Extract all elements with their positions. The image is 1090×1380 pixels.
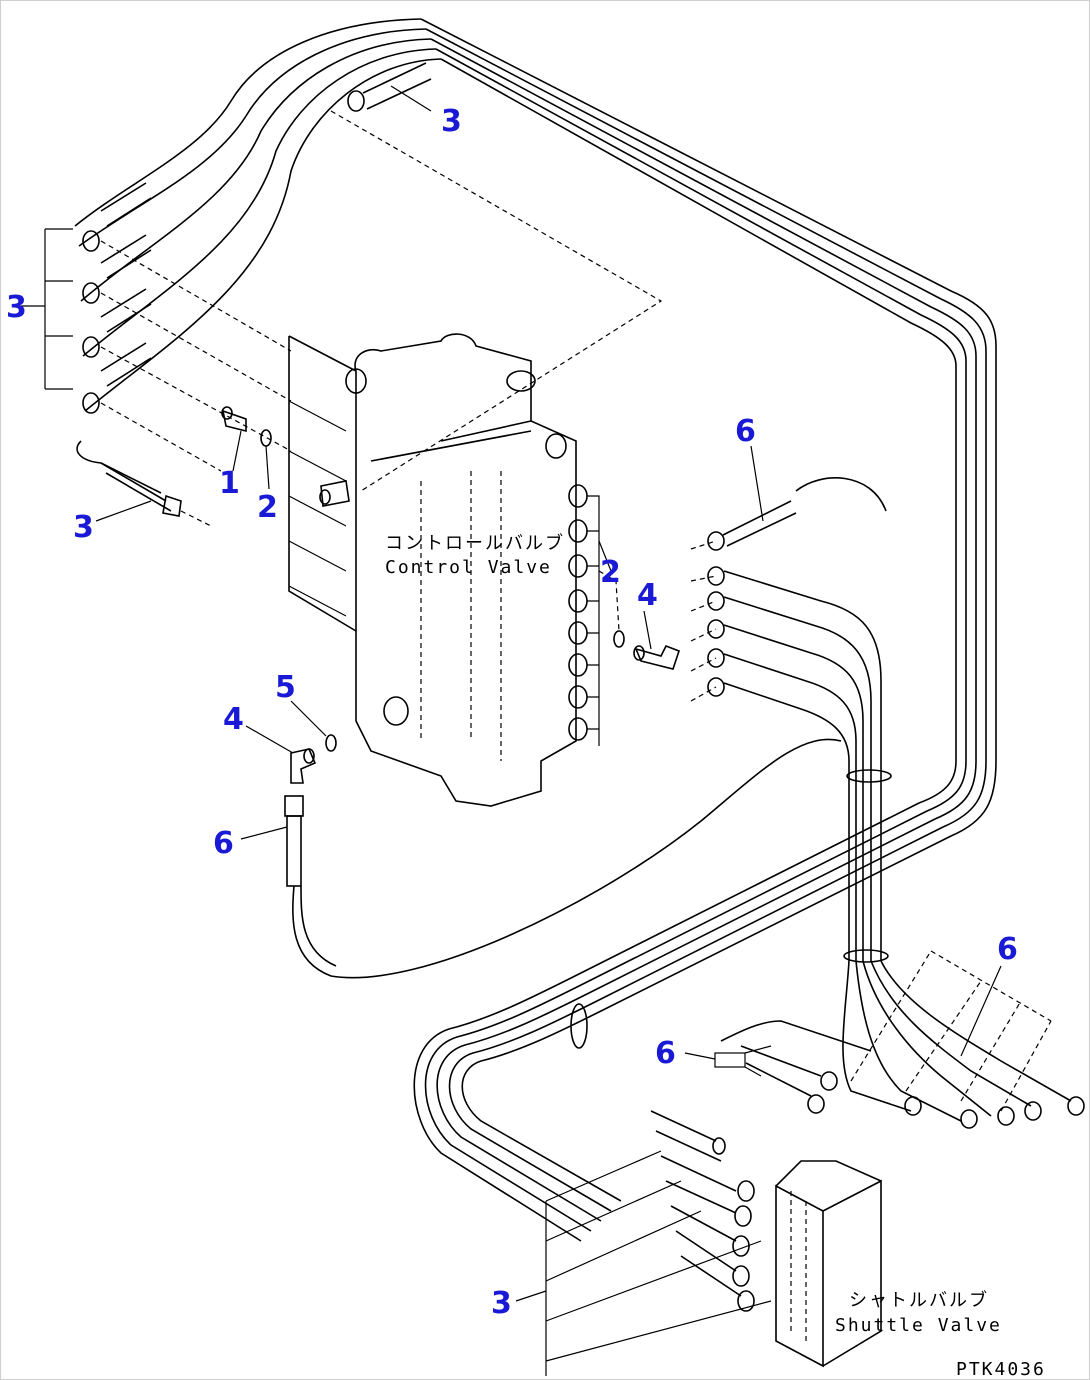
hose-6-lower bbox=[284, 738, 842, 979]
control-valve-label-en: Control Valve bbox=[385, 557, 552, 578]
callout-5: 5 bbox=[275, 670, 296, 705]
callout-leaders bbox=[95, 85, 1002, 1057]
callout-3-top: 3 bbox=[441, 104, 462, 139]
o-ring-2 bbox=[260, 429, 272, 447]
elbow-4-lower bbox=[290, 748, 317, 784]
control-valve-label-jp: コントロールバルブ bbox=[385, 532, 565, 554]
callout-3-bottom: 3 bbox=[491, 1286, 512, 1321]
callout-6-bracket bbox=[684, 1045, 772, 1077]
callout-6-lower-left: 6 bbox=[213, 826, 234, 861]
callout-3-left: 3 bbox=[6, 290, 27, 325]
o-ring-5 bbox=[325, 734, 337, 752]
leader-2-right bbox=[598, 570, 620, 632]
elbow-4-right bbox=[633, 644, 681, 670]
callout-6-bundle: 6 bbox=[655, 1036, 676, 1071]
callout-2-right: 2 bbox=[600, 555, 621, 590]
callout-3-loose-hose: 3 bbox=[73, 510, 94, 545]
drawing-id: PTK4036 bbox=[956, 1359, 1046, 1380]
upper-hose-fittings bbox=[82, 62, 432, 414]
callout-2-left: 2 bbox=[257, 490, 278, 525]
callout-4-right: 4 bbox=[637, 578, 658, 613]
fitting-1 bbox=[221, 406, 247, 433]
callout-6-lower-right: 6 bbox=[997, 932, 1018, 967]
o-ring-2-right bbox=[613, 630, 625, 648]
upper-hose-bundle bbox=[74, 18, 997, 837]
callout-1: 1 bbox=[219, 466, 240, 501]
callout-6-upper-right: 6 bbox=[735, 414, 756, 449]
loose-hose-3 bbox=[76, 440, 212, 527]
callout-4-lower: 4 bbox=[223, 702, 244, 737]
control-valve bbox=[288, 333, 600, 807]
leader-lines bbox=[100, 110, 663, 492]
callout-bracket-3 bbox=[21, 228, 73, 390]
shuttle-valve-label-en: Shuttle Valve bbox=[835, 1315, 1002, 1336]
lower-hose-bundle bbox=[413, 802, 952, 1242]
lower-right-hoses bbox=[720, 950, 1085, 1129]
shuttle-valve-label-jp: シャトルバルブ bbox=[849, 1289, 989, 1311]
shuttle-valve bbox=[650, 1110, 882, 1368]
callout-bracket-3-lower bbox=[515, 1150, 772, 1376]
right-hose-group bbox=[690, 477, 892, 963]
